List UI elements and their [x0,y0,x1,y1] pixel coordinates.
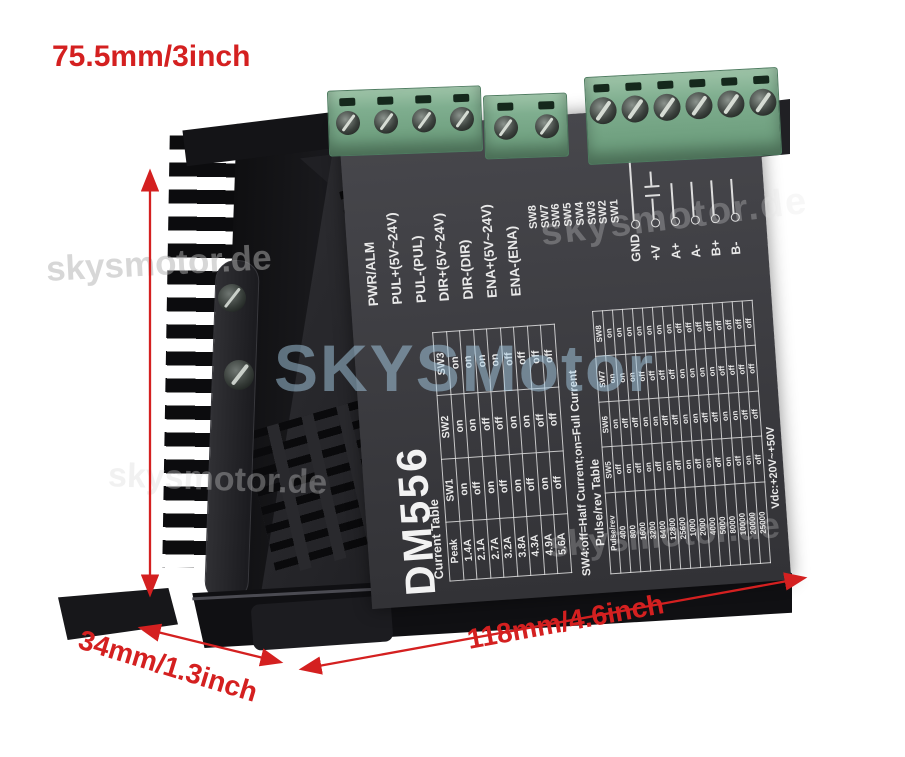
mounting-screw [224,360,254,390]
terminal-wire-holes [484,101,566,112]
terminal-screw [449,106,475,132]
table-cell: off [745,345,759,392]
power-terminal-label: A+ [668,242,684,260]
terminal-label: ENA+(5V~24V) [478,203,500,299]
signal-terminal-block-4pin [326,85,484,157]
power-terminal-label: B- [728,241,744,256]
wire-hole [339,97,356,107]
wire-hole [593,83,610,93]
terminal-screw [684,91,713,120]
power-terminal-label: +V [648,244,664,261]
terminal-screws [329,106,482,136]
terminal-screw [620,94,649,124]
signal-terminal-labels: PWR/ALM PUL+(5V~24V) PUL-(PUL) DIR+(5V~2… [361,201,534,307]
wire-line [628,151,636,226]
terminal-screws [586,88,779,125]
wire-line [649,171,653,186]
table-cell: off [748,391,762,438]
terminal-screw [588,96,617,125]
supply-voltage-note: Vdc:+20V~+50V [764,426,783,510]
table-cell: off [751,436,765,483]
wire-line [670,183,676,224]
wire-line [730,178,735,219]
table-cell: off [742,300,756,347]
terminal-screw [335,110,361,136]
terminal-label: ENA-(ENA) [503,225,524,297]
wire-line [651,198,656,225]
power-terminal-label: A- [688,243,704,259]
terminal-screw [493,115,518,141]
dip-switch-label: SW1 [608,198,622,224]
base-foot [58,588,178,640]
wire-hole [377,96,394,105]
wire-line [710,180,715,221]
wire-hole [625,82,642,91]
table-cell: 5.6A [553,513,572,574]
power-terminal-block-6pin [583,66,783,166]
wire-hole [537,101,554,110]
mounting-screw [218,284,246,312]
wire-hole [753,75,770,85]
terminal-label: PUL-(PUL) [408,235,429,304]
terminal-label: DIR-(DIR) [456,239,477,301]
terminal-screw [534,113,559,139]
terminal-screw [748,88,777,117]
dip-switch-labels: SW8 SW7 SW6 SW5 SW4 SW3 SW2 SW1 [526,198,622,229]
terminal-screw [373,109,399,135]
height-dimension-label: 75.5mm/3inch [52,40,251,73]
wire-hole [453,93,470,103]
wire-hole [415,95,432,104]
terminal-screw [411,107,437,133]
terminal-wire-holes [328,93,480,107]
terminal-label: DIR+(5V~24V) [431,212,453,302]
terminal-screw [652,93,681,122]
power-terminal-label: GND [627,233,644,263]
signal-terminal-block-2pin [482,92,570,160]
terminal-label: PUL+(5V~24V) [383,211,405,306]
front-label-plate: DM556 PWR/ALM PUL+(5V~24V) PUL-(PUL) DIR… [338,100,792,610]
terminal-screws [485,113,568,141]
wire-hole [689,78,706,88]
wire-hole [496,102,513,112]
capacitor-symbol-icon [643,185,660,198]
power-terminal-label: B+ [708,239,724,257]
terminal-label: PWR/ALM [361,241,382,307]
wire-hole [657,80,674,90]
wire-hole [721,77,738,86]
terminal-screw [716,89,745,119]
wire-line [690,181,696,222]
